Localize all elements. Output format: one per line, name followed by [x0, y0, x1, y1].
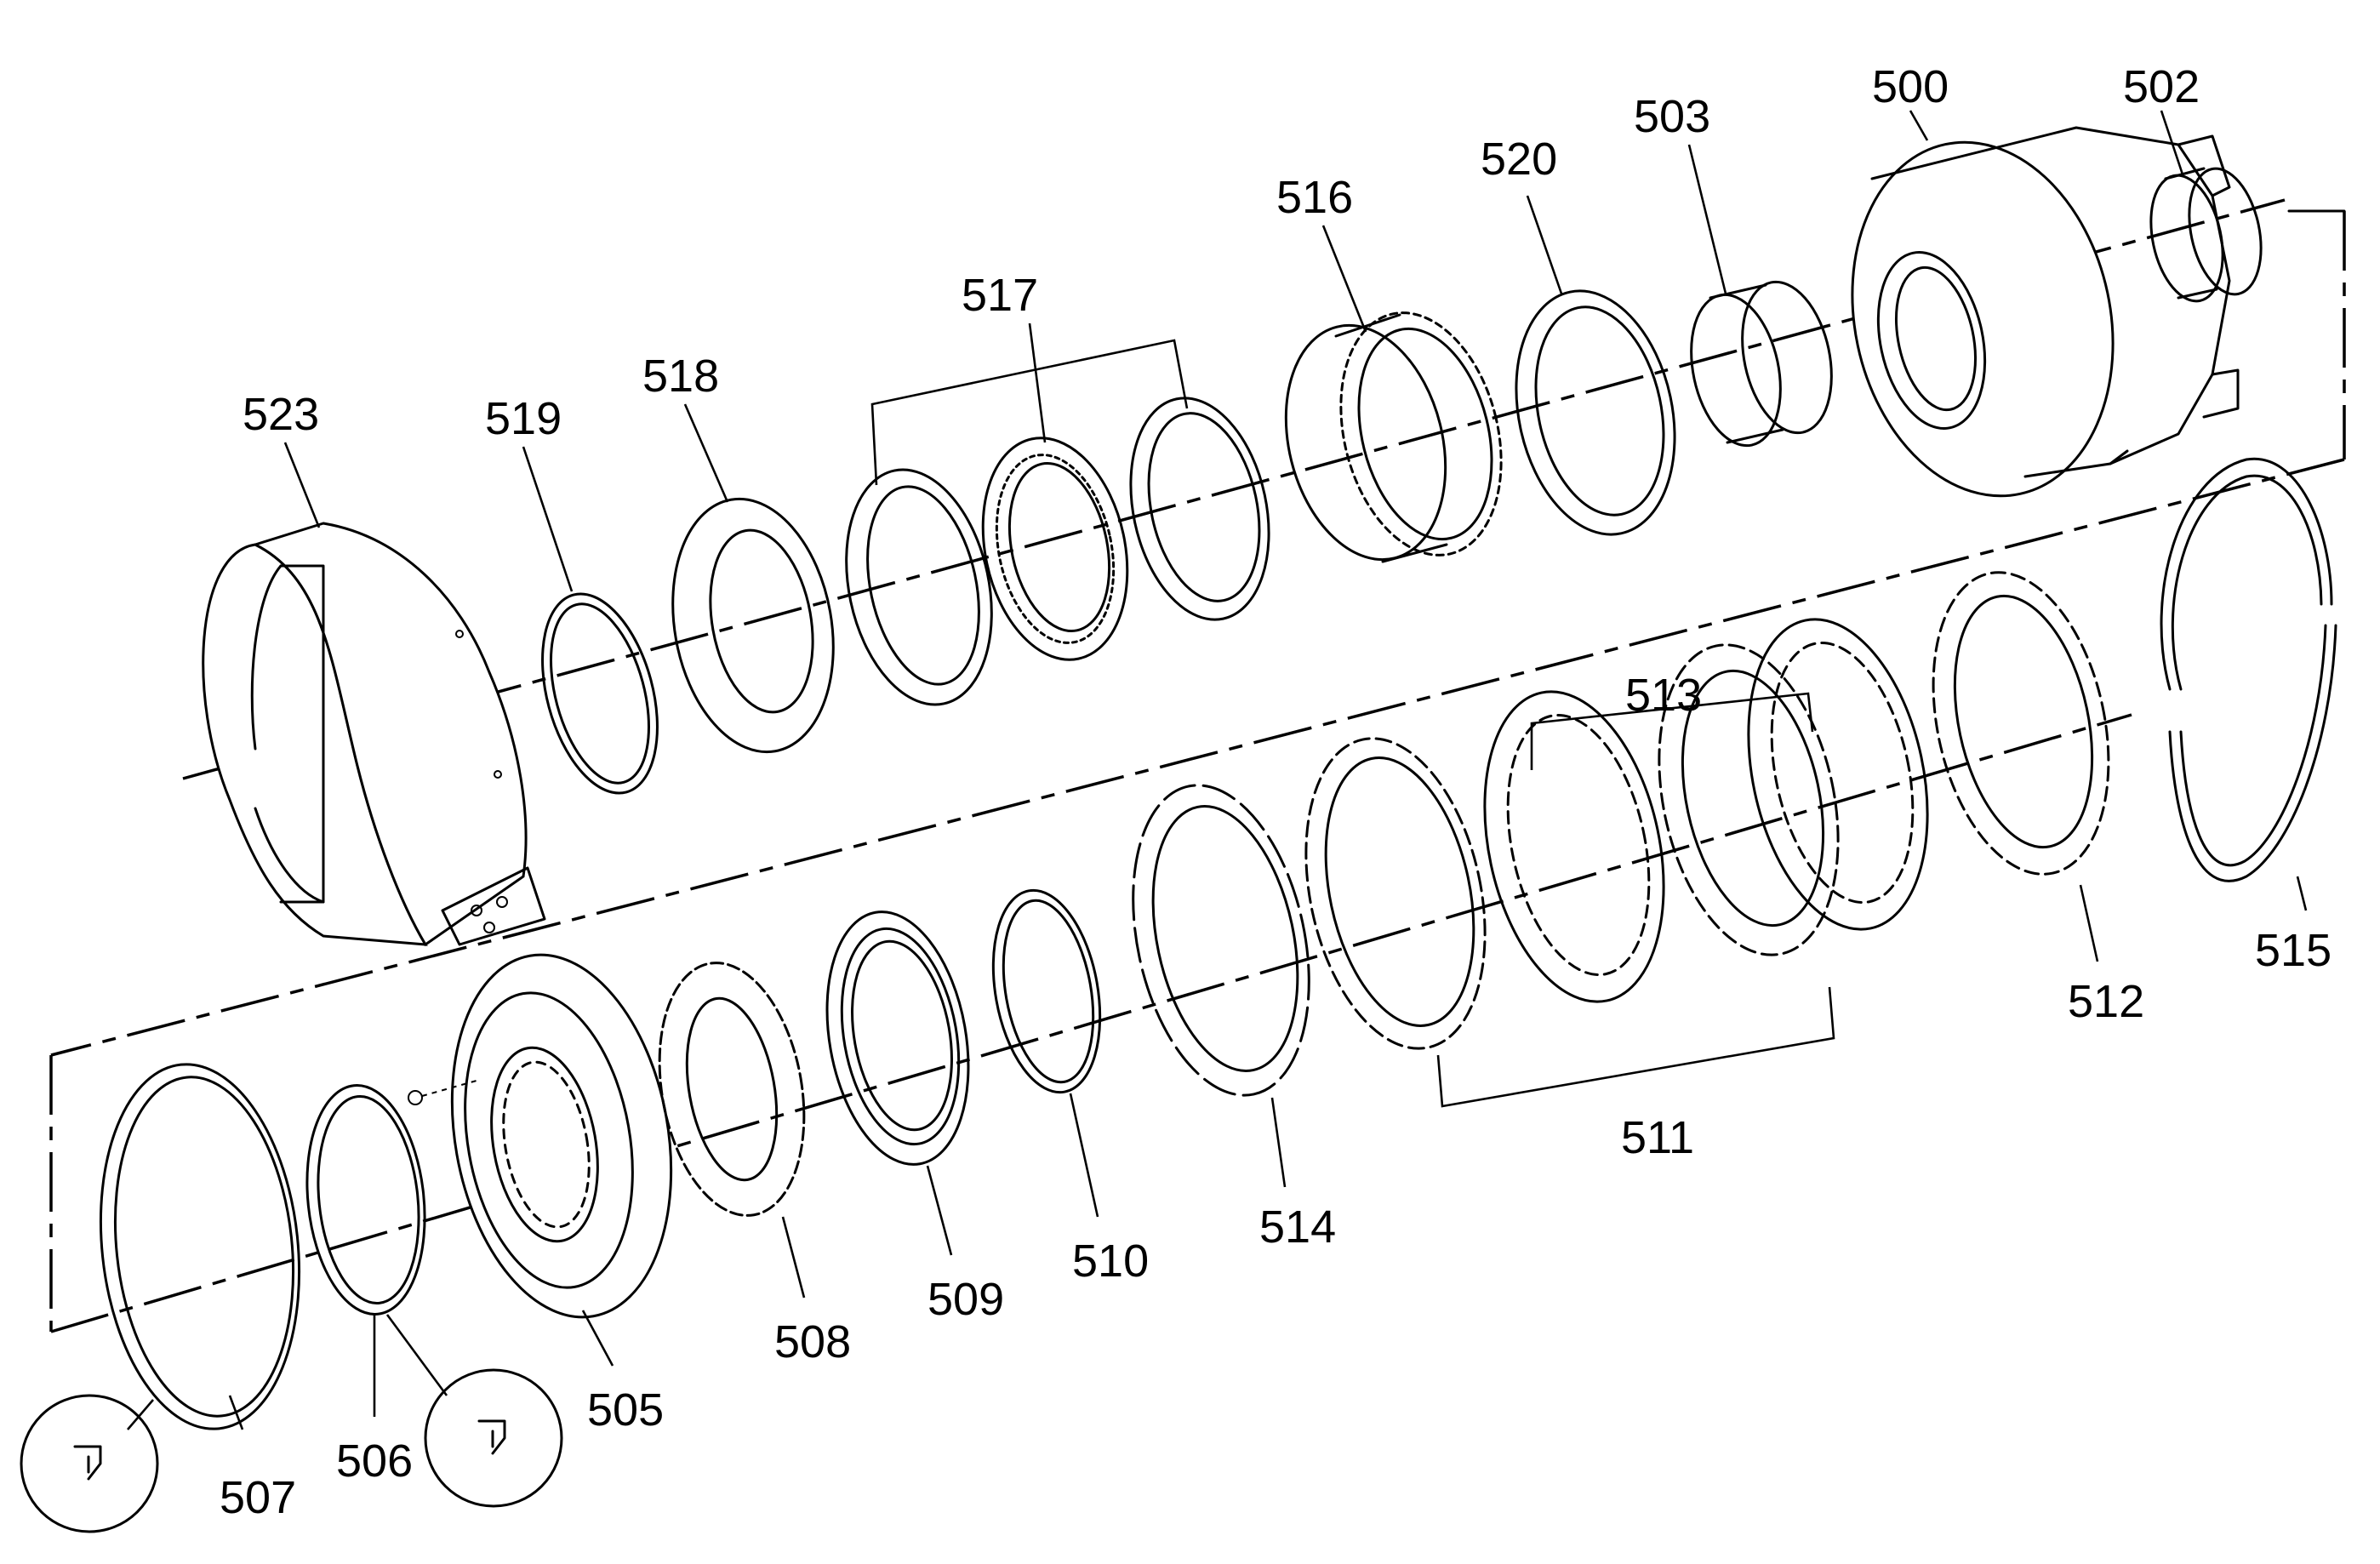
callout-514: 514	[1259, 1202, 1336, 1253]
part-511-clutch-plates	[1304, 690, 1835, 1108]
callout-519: 519	[485, 393, 562, 444]
callout-517: 517	[962, 270, 1038, 321]
part-507-outer-seal	[99, 1063, 301, 1430]
part-518-thrust-washer	[671, 497, 835, 754]
callout-513: 513	[1625, 670, 1702, 721]
callout-509: 509	[927, 1274, 1004, 1325]
lubricate-icon	[477, 1419, 506, 1455]
lubricate-symbol-left	[20, 1394, 159, 1533]
part-512-backing-plate	[1932, 571, 2110, 876]
callout-520: 520	[1481, 134, 1557, 185]
part-520-thrust-washer	[1515, 289, 1676, 536]
part-514-wave-plate	[1132, 784, 1310, 1097]
callout-510: 510	[1072, 1236, 1149, 1287]
callout-506: 506	[336, 1436, 413, 1487]
part-502-bushing	[2149, 167, 2263, 303]
part-516-reaction-sun-gear	[1284, 311, 1503, 563]
part-500-clutch-housing	[1851, 126, 2240, 498]
callout-512: 512	[2068, 976, 2144, 1027]
callout-516: 516	[1276, 172, 1353, 223]
callout-500: 500	[1872, 61, 1949, 112]
leader-lines	[127, 110, 2308, 1430]
callout-503: 503	[1634, 91, 1710, 142]
callout-518: 518	[642, 351, 719, 402]
callout-507: 507	[220, 1472, 296, 1523]
callout-505: 505	[587, 1384, 664, 1436]
part-503-bushing	[1690, 280, 1833, 448]
callout-523: 523	[243, 389, 319, 440]
part-510-snap-ring	[991, 888, 1102, 1094]
part-517-thrust-bearing-assembly	[845, 339, 1270, 706]
part-515-snap-ring	[2160, 457, 2337, 882]
callout-511: 511	[1621, 1112, 1694, 1163]
part-508-spring-assembly	[658, 962, 806, 1217]
assembly-axes	[49, 198, 2346, 1333]
lubricate-symbol-right	[424, 1368, 563, 1508]
part-523-brake-band	[202, 522, 546, 947]
part-506-inner-seal	[305, 1084, 426, 1316]
callout-502: 502	[2123, 61, 2200, 112]
part-519-snap-ring	[541, 592, 659, 795]
callout-labels: 523 519 518 517 516 520 503 500 502 513 …	[220, 61, 2331, 1523]
part-513-clutch-plates	[1530, 618, 1929, 956]
part-505-clutch-piston	[408, 953, 673, 1319]
part-509-spring-retainer	[825, 910, 970, 1166]
callout-515: 515	[2255, 925, 2331, 976]
lubricate-icon	[73, 1445, 102, 1481]
callout-508: 508	[774, 1316, 851, 1367]
